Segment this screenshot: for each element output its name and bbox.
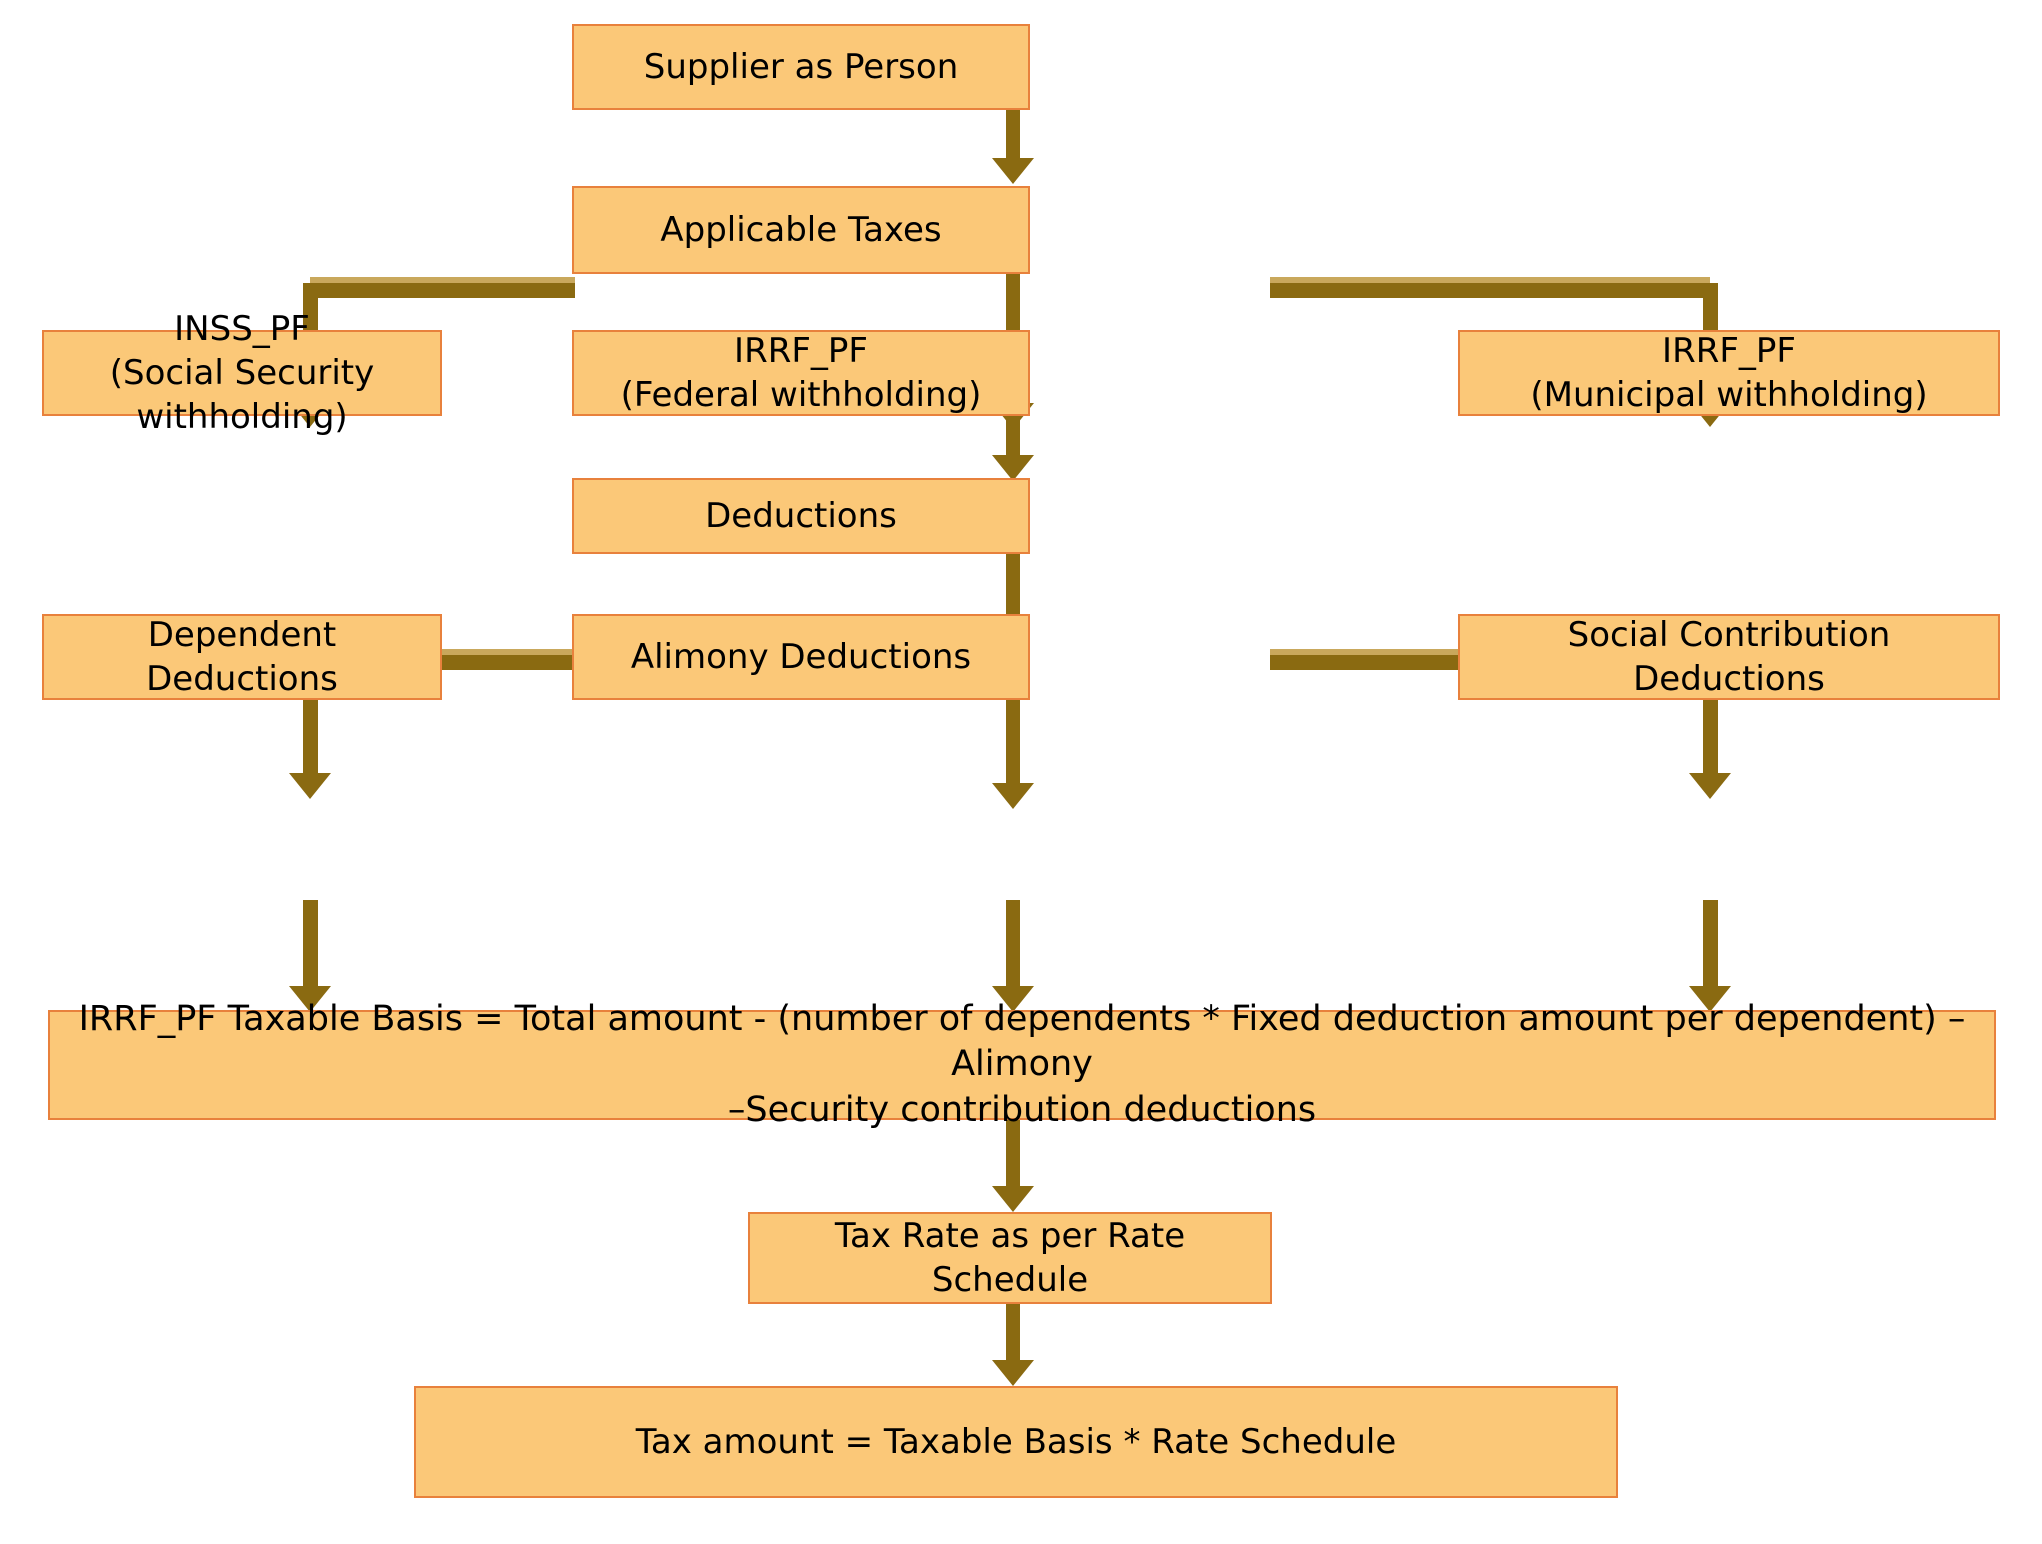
node-irrf-pf-federal[interactable]: IRRF_PF (Federal withholding) [572, 330, 1030, 416]
node-label-line1: IRRF_PF Taxable Basis = Total amount - (… [78, 998, 1966, 1085]
elbow-sliver-left-deductions [310, 649, 575, 655]
node-label-line1: Social Contribution [1567, 614, 1891, 655]
connector-applicable-taxes-bus-right [1270, 283, 1718, 298]
arrowhead-tax-rate-to-tax-amount [992, 1360, 1034, 1386]
node-label: Tax Rate as per Rate Schedule [834, 1215, 1186, 1300]
elbow-sliver-left-taxes [310, 277, 575, 283]
node-label-line1: INSS_PF [174, 308, 310, 349]
connector-tax-rate-to-tax-amount [1006, 1282, 1020, 1370]
node-applicable-taxes[interactable]: Applicable Taxes [572, 186, 1030, 274]
node-taxable-basis-formula[interactable]: IRRF_PF Taxable Basis = Total amount - (… [48, 999, 1996, 1130]
arrowhead-dependent-to-formula [289, 986, 331, 1012]
arrowhead-to-deductions [992, 455, 1034, 481]
node-label-line2: (Social Security withholding) [109, 352, 375, 438]
node-irrf-pf-municipal[interactable]: IRRF_PF (Municipal withholding) [1458, 330, 2000, 416]
arrowhead-social-contribution-to-formula [1689, 986, 1731, 1012]
node-label-line2: Deductions [1633, 659, 1825, 699]
connector-social-contribution-to-formula [1703, 900, 1718, 990]
node-label: Deductions [705, 495, 897, 536]
node-dependent-deductions[interactable]: Dependent Deductions [42, 614, 442, 700]
node-supplier-as-person[interactable]: Supplier as Person [572, 24, 1030, 110]
node-tax-rate[interactable]: Tax Rate as per Rate Schedule [748, 1212, 1272, 1304]
connector-dependent-to-formula [303, 900, 318, 990]
connector-alimony-to-formula [1006, 900, 1020, 990]
arrowhead-formula-to-tax-rate [992, 1186, 1034, 1212]
node-label: Applicable Taxes [660, 209, 942, 250]
arrowhead-supplier-to-applicable-taxes [992, 158, 1034, 184]
elbow-sliver-right-taxes [1270, 277, 1710, 283]
node-label-line2: (Federal withholding) [620, 375, 982, 415]
node-label-line2: Deductions [146, 659, 338, 699]
arrowhead-to-dependent-deductions [289, 773, 331, 799]
node-label-line1: IRRF_PF [1662, 330, 1796, 371]
node-label-line1: IRRF_PF [734, 330, 868, 371]
arrowhead-to-alimony-deductions [992, 783, 1034, 809]
node-label-line2: –Security contribution deductions [727, 1089, 1317, 1130]
node-tax-amount[interactable]: Tax amount = Taxable Basis * Rate Schedu… [414, 1386, 1618, 1498]
node-label: Supplier as Person [643, 46, 959, 87]
connector-applicable-taxes-bus-left [303, 283, 575, 298]
connector-supplier-to-applicable-taxes [1006, 110, 1020, 162]
node-label-line2: (Municipal withholding) [1530, 375, 1928, 415]
node-label: Alimony Deductions [630, 636, 972, 677]
arrowhead-alimony-to-formula [992, 986, 1034, 1012]
connector-formula-to-tax-rate [1006, 1118, 1020, 1190]
node-deductions[interactable]: Deductions [572, 478, 1030, 554]
node-label: Tax amount = Taxable Basis * Rate Schedu… [635, 1421, 1397, 1462]
node-social-contribution-deductions[interactable]: Social Contribution Deductions [1458, 614, 2000, 700]
arrowhead-to-social-contribution-deductions [1689, 773, 1731, 799]
node-label-line1: Dependent [147, 614, 337, 655]
node-inss-pf[interactable]: INSS_PF (Social Security withholding) [42, 309, 442, 437]
node-alimony-deductions[interactable]: Alimony Deductions [572, 614, 1030, 700]
